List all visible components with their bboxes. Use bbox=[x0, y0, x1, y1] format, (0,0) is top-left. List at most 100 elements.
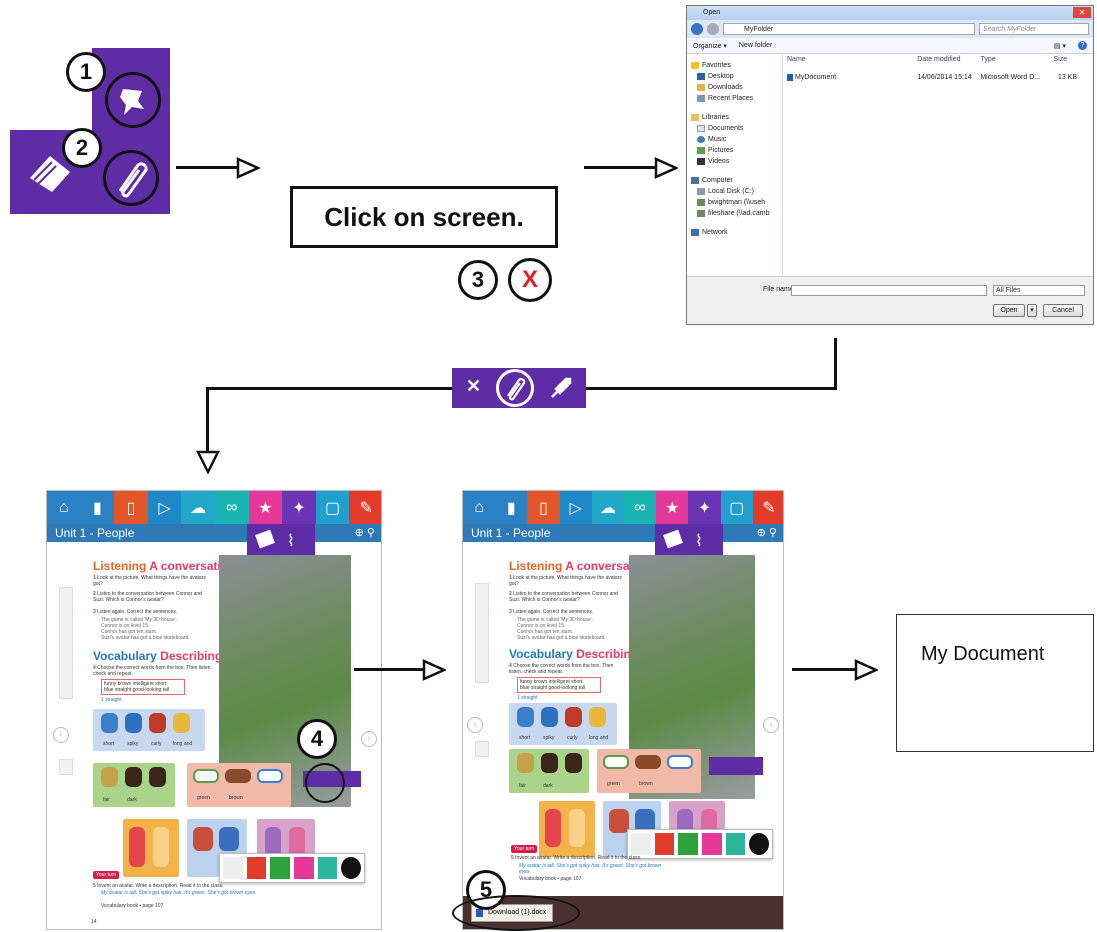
pen-button[interactable]: ✎ bbox=[349, 491, 381, 524]
pin-button[interactable]: ✦ bbox=[282, 491, 316, 524]
note-icon[interactable] bbox=[255, 529, 275, 549]
book-button[interactable]: ▮ bbox=[80, 491, 115, 524]
question-4-text: Choose the correct words from the box. T… bbox=[93, 665, 212, 677]
pen-tool-icon[interactable] bbox=[678, 833, 699, 855]
file-row[interactable]: MyDocument 14/06/2014 15:14 Microsoft Wo… bbox=[787, 74, 1093, 81]
nav-libraries[interactable]: Libraries bbox=[691, 112, 778, 123]
paperclip-icon[interactable]: ⌇ bbox=[695, 533, 703, 550]
row2-label: dark bbox=[127, 797, 137, 803]
clear-tool-icon[interactable] bbox=[341, 857, 362, 879]
collapse-side-tab[interactable] bbox=[59, 759, 73, 775]
organize-button[interactable]: Organize ▾ bbox=[693, 42, 727, 50]
help-icon[interactable]: ? bbox=[1078, 41, 1087, 50]
home-button[interactable]: ⌂ bbox=[463, 491, 496, 524]
clear-tool-icon[interactable] bbox=[749, 833, 770, 855]
note-icon[interactable] bbox=[26, 150, 76, 194]
click-on-screen-box[interactable]: Click on screen. bbox=[290, 186, 558, 248]
select-button[interactable]: ▢ bbox=[720, 491, 753, 524]
nav-network[interactable]: Network bbox=[691, 227, 778, 238]
prev-page-button[interactable]: ‹ bbox=[467, 717, 483, 733]
note-icon[interactable] bbox=[663, 529, 683, 549]
back-icon[interactable] bbox=[691, 23, 703, 35]
paperclip-icon[interactable]: ⌇ bbox=[287, 533, 295, 550]
highlighter-tool-icon[interactable] bbox=[294, 857, 314, 879]
zoom-tools-icon[interactable]: ⊕ ⚲ bbox=[354, 527, 375, 539]
nav-fileshare[interactable]: fileshare (\\ad.camb bbox=[691, 208, 778, 219]
cloud-button[interactable]: ☁ bbox=[181, 491, 215, 524]
prev-page-button[interactable]: ‹ bbox=[53, 727, 69, 743]
cancel-button[interactable]: Cancel bbox=[1043, 304, 1083, 317]
pin-button[interactable]: ✦ bbox=[688, 491, 721, 524]
open-dropdown-button[interactable]: ▾ bbox=[1027, 304, 1037, 317]
flow-arrow-4-head bbox=[854, 659, 878, 681]
grid-handle-icon[interactable] bbox=[631, 833, 651, 855]
dialog-search-input[interactable]: Search MyFolder bbox=[979, 23, 1089, 35]
forward-icon[interactable] bbox=[707, 23, 719, 35]
book-button[interactable]: ▮ bbox=[495, 491, 528, 524]
open-button[interactable]: Open bbox=[993, 304, 1025, 317]
col-date[interactable]: Date modified bbox=[917, 56, 961, 63]
link-button[interactable]: ∞ bbox=[624, 491, 657, 524]
open-file-dialog: Open ✕ MyFolder Search MyFolder Organize… bbox=[686, 5, 1094, 325]
vocabulary-title: Vocabulary bbox=[93, 649, 157, 663]
audio-side-tab[interactable] bbox=[475, 583, 489, 683]
play-button[interactable]: ▷ bbox=[147, 491, 182, 524]
book-toolbar: ⌂ ▮ ▯ ▷ ☁ ∞ ★ ✦ ▢ ✎ bbox=[463, 491, 783, 524]
grid-handle-icon[interactable] bbox=[223, 857, 243, 879]
nav-favorites[interactable]: Favorites bbox=[691, 60, 778, 71]
close-icon[interactable]: ✕ bbox=[466, 376, 482, 396]
question-1: 1 Look at the picture. What things have … bbox=[93, 575, 206, 587]
close-x-button[interactable]: X bbox=[508, 258, 552, 302]
eraser-tool-icon[interactable] bbox=[725, 833, 746, 855]
nav-desktop[interactable]: Desktop bbox=[691, 71, 778, 82]
nav-local-disk[interactable]: Local Disk (C:) bbox=[691, 186, 778, 197]
play-button[interactable]: ▷ bbox=[559, 491, 592, 524]
next-page-button[interactable]: › bbox=[361, 731, 377, 747]
link-button[interactable]: ∞ bbox=[214, 491, 249, 524]
dialog-close-button[interactable]: ✕ bbox=[1073, 7, 1091, 18]
pin-attach-popup: ⌇ bbox=[655, 524, 723, 558]
cloud-button[interactable]: ☁ bbox=[591, 491, 625, 524]
unit-bar: Unit 1 - People ⊕ ⚲ bbox=[47, 524, 381, 542]
mini-attach-toolbar[interactable] bbox=[709, 757, 763, 775]
nav-user-share[interactable]: bwightman (\\useh bbox=[691, 197, 778, 208]
pin-icon[interactable] bbox=[105, 72, 161, 128]
pen-button[interactable]: ✎ bbox=[752, 491, 783, 524]
next-page-button[interactable]: › bbox=[763, 717, 779, 733]
paperclip-icon[interactable] bbox=[103, 150, 159, 206]
pen-tool-icon[interactable] bbox=[270, 857, 291, 879]
file-name-input[interactable] bbox=[791, 285, 987, 296]
nav-computer[interactable]: Computer bbox=[691, 175, 778, 186]
collapse-side-tab[interactable] bbox=[475, 741, 489, 757]
select-tool-icon[interactable] bbox=[654, 833, 675, 855]
eraser-tool-icon[interactable] bbox=[317, 857, 338, 879]
col-name[interactable]: Name bbox=[787, 56, 806, 63]
home-button[interactable]: ⌂ bbox=[47, 491, 81, 524]
star-button[interactable]: ★ bbox=[656, 491, 689, 524]
highlighter-tool-icon[interactable] bbox=[702, 833, 722, 855]
book-toolbar: ⌂ ▮ ▯ ▷ ☁ ∞ ★ ✦ ▢ ✎ bbox=[47, 491, 381, 524]
view-icon[interactable]: ▤ ▾ bbox=[1053, 42, 1066, 50]
avatar-dark bbox=[541, 753, 558, 773]
nav-pictures[interactable]: Pictures bbox=[691, 145, 778, 156]
nav-music[interactable]: Music bbox=[691, 134, 778, 145]
notebook-button[interactable]: ▯ bbox=[527, 491, 560, 524]
paperclip-button[interactable] bbox=[496, 369, 534, 407]
nav-network-label: Network bbox=[702, 229, 728, 236]
file-type-select[interactable]: All Files bbox=[993, 285, 1085, 296]
select-button[interactable]: ▢ bbox=[315, 491, 350, 524]
star-button[interactable]: ★ bbox=[248, 491, 283, 524]
nav-downloads[interactable]: Downloads bbox=[691, 82, 778, 93]
audio-side-tab[interactable] bbox=[59, 587, 73, 699]
new-folder-button[interactable]: New folder bbox=[738, 42, 773, 49]
select-tool-icon[interactable] bbox=[246, 857, 267, 879]
col-type[interactable]: Type bbox=[980, 56, 996, 63]
notebook-button[interactable]: ▯ bbox=[114, 491, 148, 524]
nav-documents[interactable]: Documents bbox=[691, 123, 778, 134]
nav-videos[interactable]: Videos bbox=[691, 156, 778, 167]
col-size[interactable]: Size bbox=[1053, 56, 1068, 63]
zoom-tools-icon[interactable]: ⊕ ⚲ bbox=[756, 527, 777, 539]
dialog-path-field[interactable]: MyFolder bbox=[723, 23, 975, 35]
nav-recent[interactable]: Recent Places bbox=[691, 93, 778, 104]
rocket-icon[interactable] bbox=[548, 375, 574, 401]
